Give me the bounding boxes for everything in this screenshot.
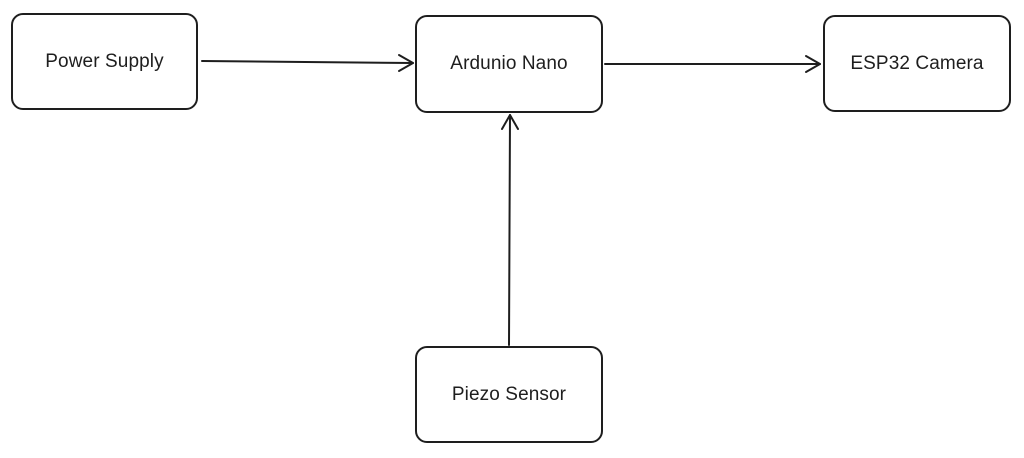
power-supply-node: Power Supply [11, 13, 198, 110]
edge-nano-to-esp-arrowhead [805, 55, 821, 73]
edge-power-to-nano [201, 54, 414, 72]
edge-piezo-to-nano [501, 114, 519, 346]
esp32-camera-node: ESP32 Camera [823, 15, 1011, 112]
edge-power-to-nano-arrowhead [398, 54, 414, 72]
edge-power-to-nano-line [201, 60, 414, 64]
edge-nano-to-esp [604, 55, 821, 73]
arduino-nano-label: Ardunio Nano [450, 53, 568, 74]
edge-piezo-to-nano-line [508, 114, 511, 346]
esp32-camera-label: ESP32 Camera [850, 52, 984, 74]
edge-piezo-to-nano-arrowhead [501, 114, 519, 130]
power-supply-label: Power Supply [45, 50, 164, 72]
arduino-nano-node: Ardunio Nano [415, 15, 603, 113]
piezo-sensor-label: Piezo Sensor [451, 383, 567, 405]
piezo-sensor-node: Piezo Sensor [415, 346, 603, 443]
